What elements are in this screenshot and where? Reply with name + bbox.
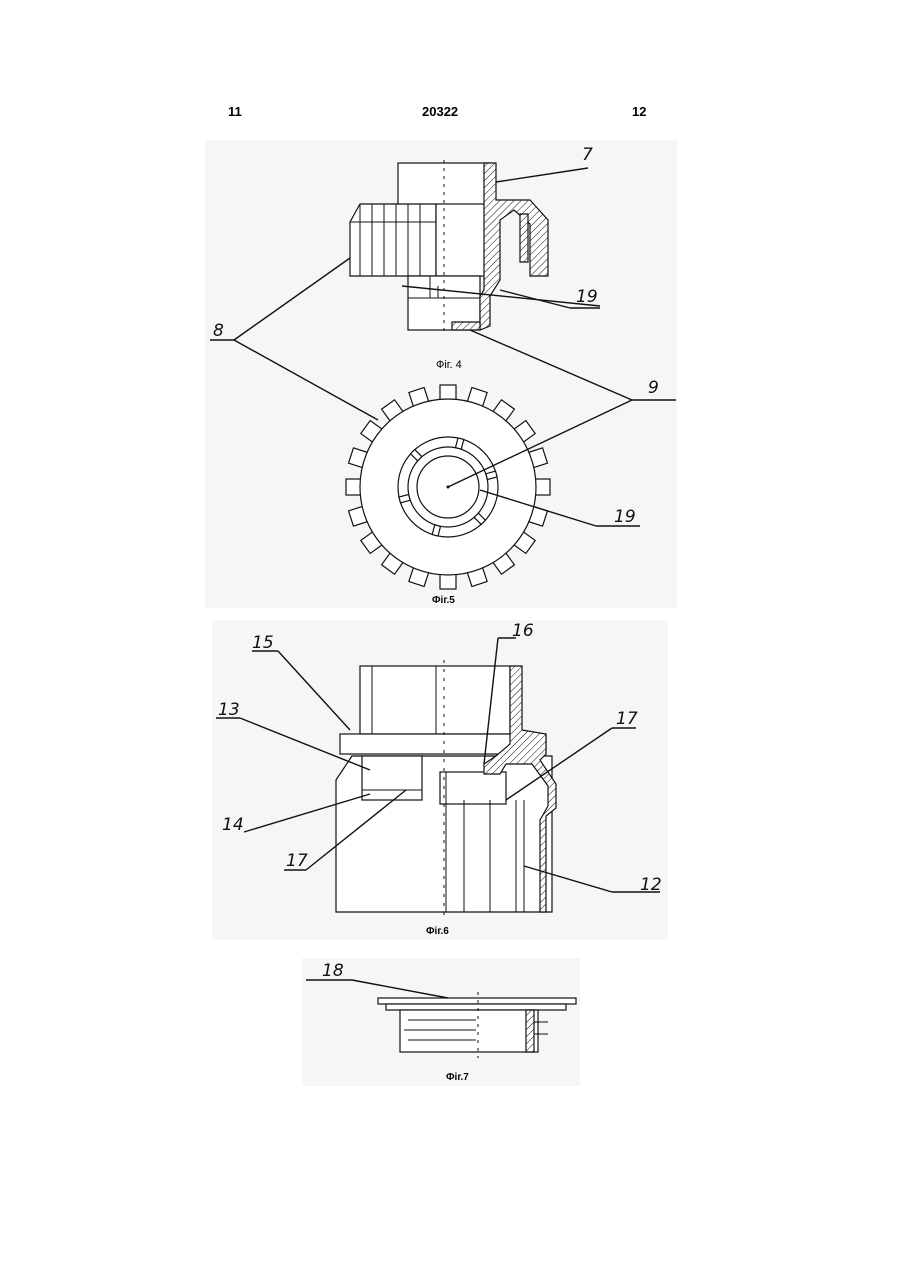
fig4-label-9: 9 (648, 378, 659, 398)
fig6-label-17-right: 17 (616, 709, 638, 729)
fig6-label-12: 12 (640, 875, 662, 895)
fig7-drawing (306, 980, 576, 1058)
fig6-label-15: 15 (252, 633, 274, 653)
fig4-label-7: 7 (582, 145, 593, 165)
fig6-drawing (216, 638, 660, 918)
fig6-label-17-left: 17 (286, 851, 308, 871)
fig6-label-13: 13 (218, 700, 240, 720)
fig5-caption: Фіг.5 (432, 595, 455, 606)
fig4-label-8: 8 (213, 321, 224, 341)
fig7-label-18: 18 (322, 961, 344, 981)
fig6-label-16: 16 (512, 621, 534, 641)
fig6-caption: Фіг.6 (426, 926, 449, 937)
fig7-caption: Фіг.7 (446, 1072, 469, 1083)
fig6-label-14: 14 (222, 815, 244, 835)
fig4-label-19: 19 (576, 287, 598, 307)
fig4-caption: Фіг. 4 (436, 359, 462, 371)
fig5-label-19: 19 (614, 507, 636, 527)
